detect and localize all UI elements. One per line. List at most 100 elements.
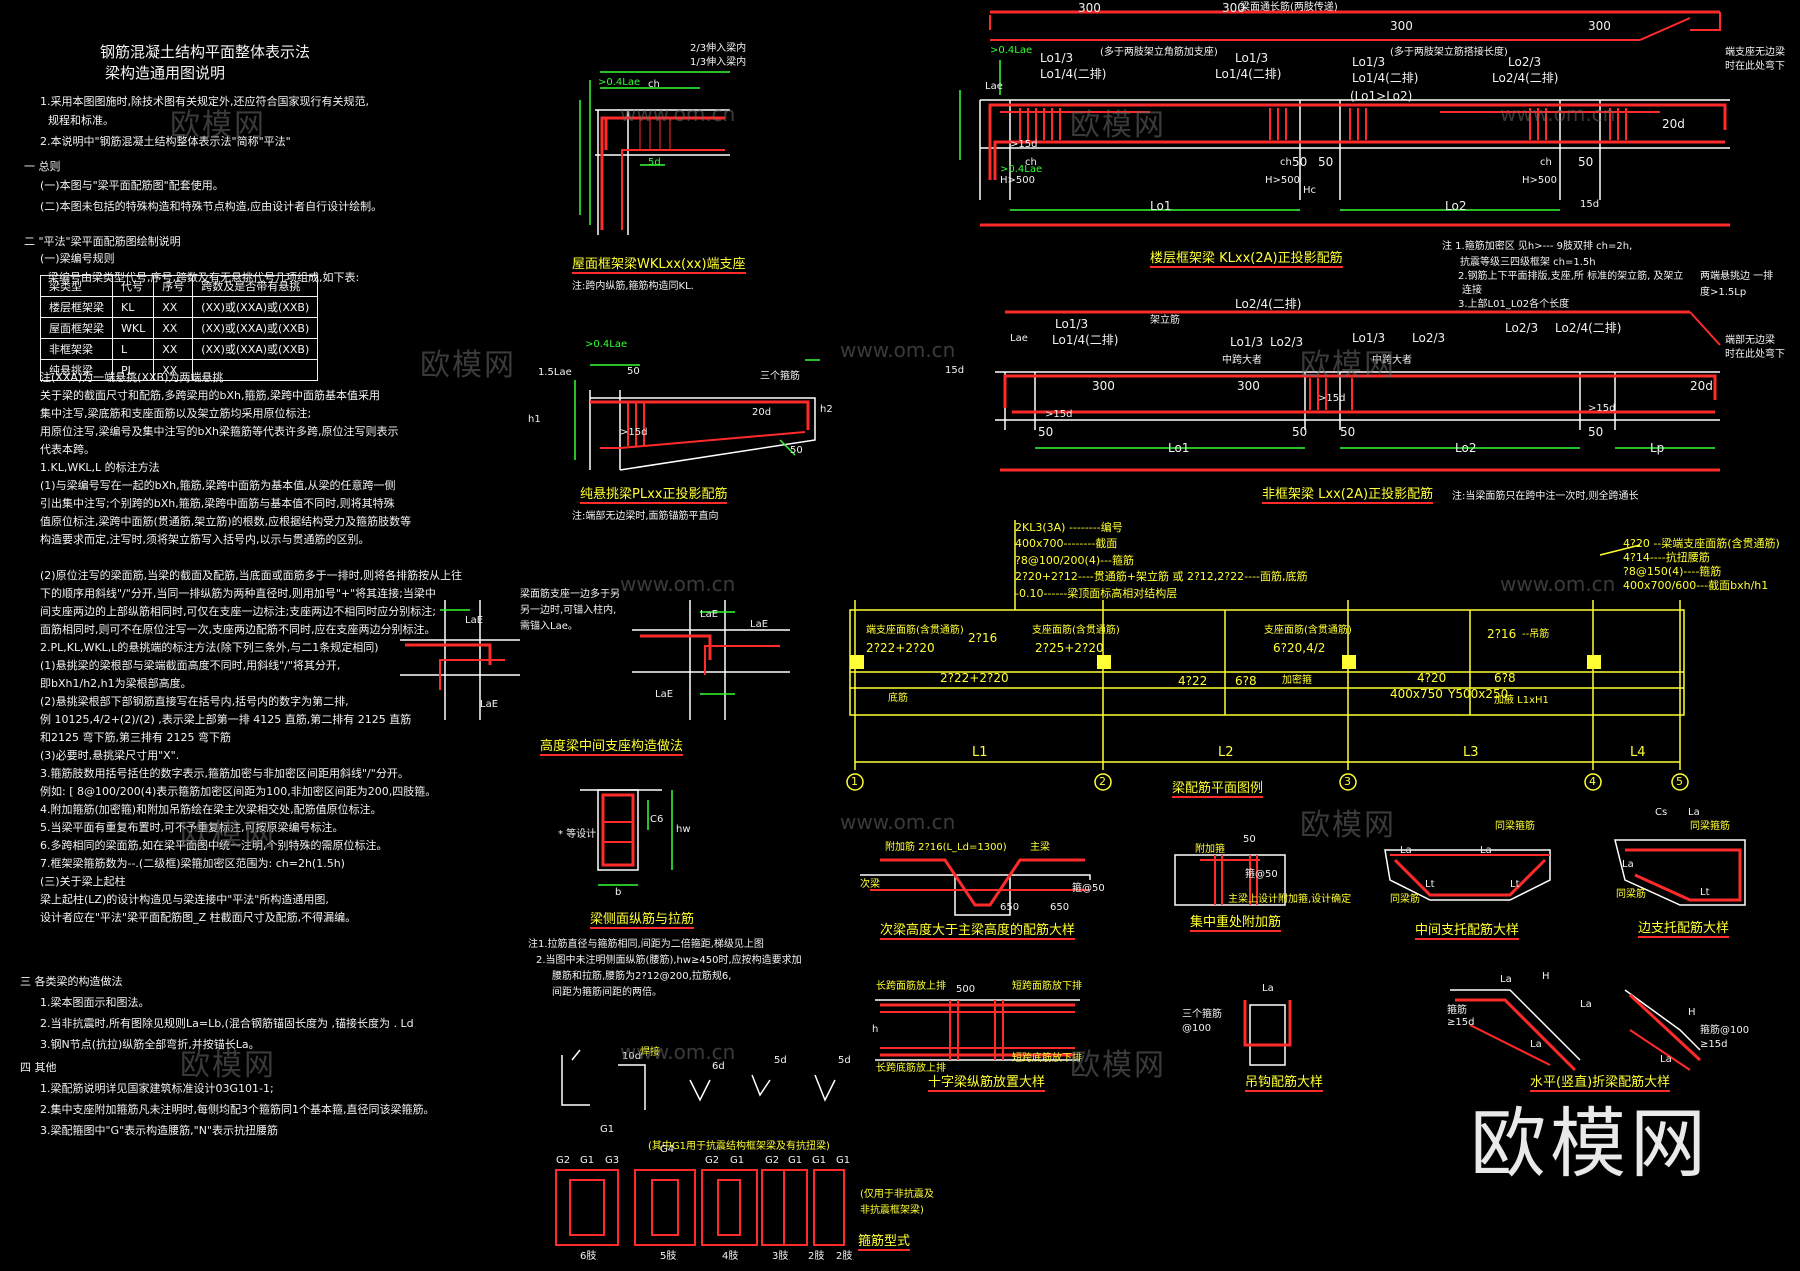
l-label: 300 [1237, 379, 1260, 393]
note-line: 例 10125,4/2+(2)/(2) ,表示梁上部第一排 4125 直筋,第二… [40, 713, 412, 726]
table-cell: XX [153, 317, 194, 339]
kl-label: Lo2/4(二排) [1492, 71, 1559, 85]
stirrup-note: 非抗震框架梁) [860, 1205, 924, 1216]
l-label: Lo2/3 [1412, 331, 1446, 345]
section-note: 2.当图中未注明侧面纵筋(腰筋),hw≥450时,应按构造要求加 [536, 955, 802, 966]
caption-detail-1: 次梁高度大于主梁高度的配筋大样 [880, 923, 1076, 940]
caption-detail-6: 吊钩配筋大样 [1245, 1075, 1324, 1092]
brand-logo: 欧模网 [1470, 1099, 1710, 1188]
caption-detail-2: 集中重处附加筋 [1190, 915, 1282, 932]
detail-label: La [1500, 974, 1512, 985]
section-item: 1.梁本图面示和图法。 [40, 996, 150, 1009]
l-label: Lo1/3 [1230, 335, 1264, 349]
stirrup-g-label: G2 [705, 1155, 720, 1166]
plan-annot: 400x700/600---截面bxh/h1 [1623, 579, 1769, 592]
dim-label: 三个箍筋 [760, 371, 800, 382]
plan-inner: 400x750 [1390, 687, 1443, 701]
kl-label: ch [1025, 157, 1037, 168]
kl-note: 注 1.箍筋加密区 见h>--- 9肢双排 ch=2h, [1442, 241, 1633, 252]
section-note: 注1.拉筋直径与箍筋相同,间距为二倍箍距,梯级见上图 [528, 939, 764, 950]
kl-label: 50 [1318, 155, 1334, 169]
dim-label: 50 [790, 445, 803, 456]
dim-label: C6 [650, 814, 664, 825]
l-label: >15d [1588, 403, 1616, 414]
note-pl: 注:端部无边梁时,面筋锚筋平直向 [572, 511, 719, 522]
table-cell [192, 359, 319, 381]
plan-inner: 6?20,4/2 [1273, 641, 1326, 655]
stirrup-label: 5肢 [660, 1251, 677, 1262]
note-line: 注(XXA)为一端悬挑(XXB)为两端悬挑 [40, 371, 224, 384]
dim-300: 300 [1222, 1, 1245, 15]
plan-inner: 端支座面筋(含贯通筋) [866, 625, 964, 636]
axis-num: 2 [1099, 775, 1106, 788]
section-item: (二)本图未包括的特殊构造和特殊节点构造,应由设计者自行设计绘制。 [40, 200, 383, 213]
detail-label: ≥15d [1447, 1017, 1475, 1028]
detail-label: h [872, 1024, 879, 1035]
dim-label: 1/3伸入梁内 [690, 57, 747, 68]
kl-label: >15d [1010, 139, 1038, 150]
beam-code-table: 梁类型 代号 序号 跨数及是否带有悬挑 楼层框架梁 KL XX (XX)或(XX… [40, 275, 319, 381]
detail-label: 长跨底筋放上排 [876, 1063, 946, 1074]
detail-label: 短跨面筋放下排 [1012, 981, 1082, 992]
bracket-note: (多于两肢架立筋搭接长度) [1390, 47, 1508, 58]
detail-label: ≥15d [1700, 1039, 1728, 1050]
pl-cantilever-detail [574, 359, 820, 471]
detail-label: 同梁筋 [1390, 894, 1420, 905]
axis-num: 3 [1344, 775, 1351, 788]
table-cell: XX [153, 359, 194, 381]
stirrup-g-label: G1 [580, 1155, 595, 1166]
kl-label: Lo1/3 [1352, 55, 1386, 69]
detail-label: 650 [1000, 902, 1020, 913]
l-label: Lo1/4(二排) [1052, 333, 1119, 347]
note-line: (1)悬挑梁的梁根部与梁端截面高度不同时,用斜线"/"将其分开, [40, 659, 341, 672]
l-label: 架立筋 [1150, 315, 1180, 326]
dim-label: >0.4Lae [585, 339, 628, 350]
plan-annot: ?8@100/200(4)---箍筋 [1015, 554, 1135, 567]
dim-label: * 等设计 [558, 829, 597, 840]
l-label: Lo2 [1455, 441, 1477, 455]
stirrup-g-label: G4 [660, 1144, 675, 1155]
notes-body: 注(XXA)为一端悬挑(XXB)为两端悬挑关于梁的截面尺寸和配筋,多跨梁用的bX… [40, 372, 510, 923]
detail-folded-beam [1450, 989, 1702, 1072]
plan-inner: 2?25+2?20 [1035, 641, 1104, 655]
stirrup-g-label: G1 [836, 1155, 851, 1166]
l-label: Lo1 [1168, 441, 1190, 455]
detail-label: La [1530, 1039, 1542, 1050]
dim-label: b [615, 887, 622, 898]
dim-label: 50 [627, 366, 640, 377]
note-wkl: 注:跨内纵筋,箍筋构造同KL. [572, 281, 694, 292]
table-cell: L [111, 338, 155, 360]
watermark: 欧模网 [1300, 348, 1396, 383]
watermark: 欧模网 [180, 1048, 276, 1083]
note-line: 用原位注写,梁编号及集中注写的bXh梁箍筋等代表许多跨,原位注写则表示 [40, 425, 399, 438]
kl-label: H>500 [1000, 175, 1035, 186]
plan-inner: 4?22 [1178, 674, 1208, 688]
kl-label: H>500 [1265, 175, 1300, 186]
detail-label: La [1262, 983, 1274, 994]
caption-joint: 高度梁中间支座构造做法 [540, 739, 684, 756]
stirrup-label: 6肢 [580, 1251, 597, 1262]
detail-label: Lt [1510, 879, 1520, 890]
detail-label: 500 [956, 984, 976, 995]
hook-label: 焊接 [640, 1047, 660, 1058]
table-cell: PL [111, 359, 155, 381]
plan-inner: Y500x250 [1448, 687, 1509, 701]
table-cell: (XX)或(XXA)或(XXB) [192, 317, 319, 339]
kl-label: ch [1280, 157, 1292, 168]
section-item: 3.梁配箍图中"G"表示构造腰筋,"N"表示抗扭腰筋 [40, 1124, 278, 1137]
beam-side-section [580, 789, 673, 886]
l-label: 度>1.5Lp [1700, 287, 1747, 298]
dim-label: 1.5Lae [538, 367, 572, 378]
dim-label: LaE [655, 689, 674, 700]
l-label: >15d [1045, 409, 1073, 420]
axis-span: L4 [1630, 745, 1646, 760]
section-item: (一)本图与"梁平面配筋图"配套使用。 [40, 179, 224, 192]
dim-label: 20d [752, 407, 772, 418]
detail-label: @100 [1182, 1023, 1212, 1034]
stirrup-g-label: G1 [788, 1155, 803, 1166]
table-cell: 跨数及是否带有悬挑 [192, 275, 319, 297]
l-label: 两端悬挑边 一排 [1700, 271, 1774, 282]
bracket-note: (多于两肢架立角筋加支座) [1100, 47, 1218, 58]
note-line: 和2125 弯下筋,第三排有 2125 弯下筋 [40, 731, 231, 744]
l-label: 50 [1340, 425, 1356, 439]
